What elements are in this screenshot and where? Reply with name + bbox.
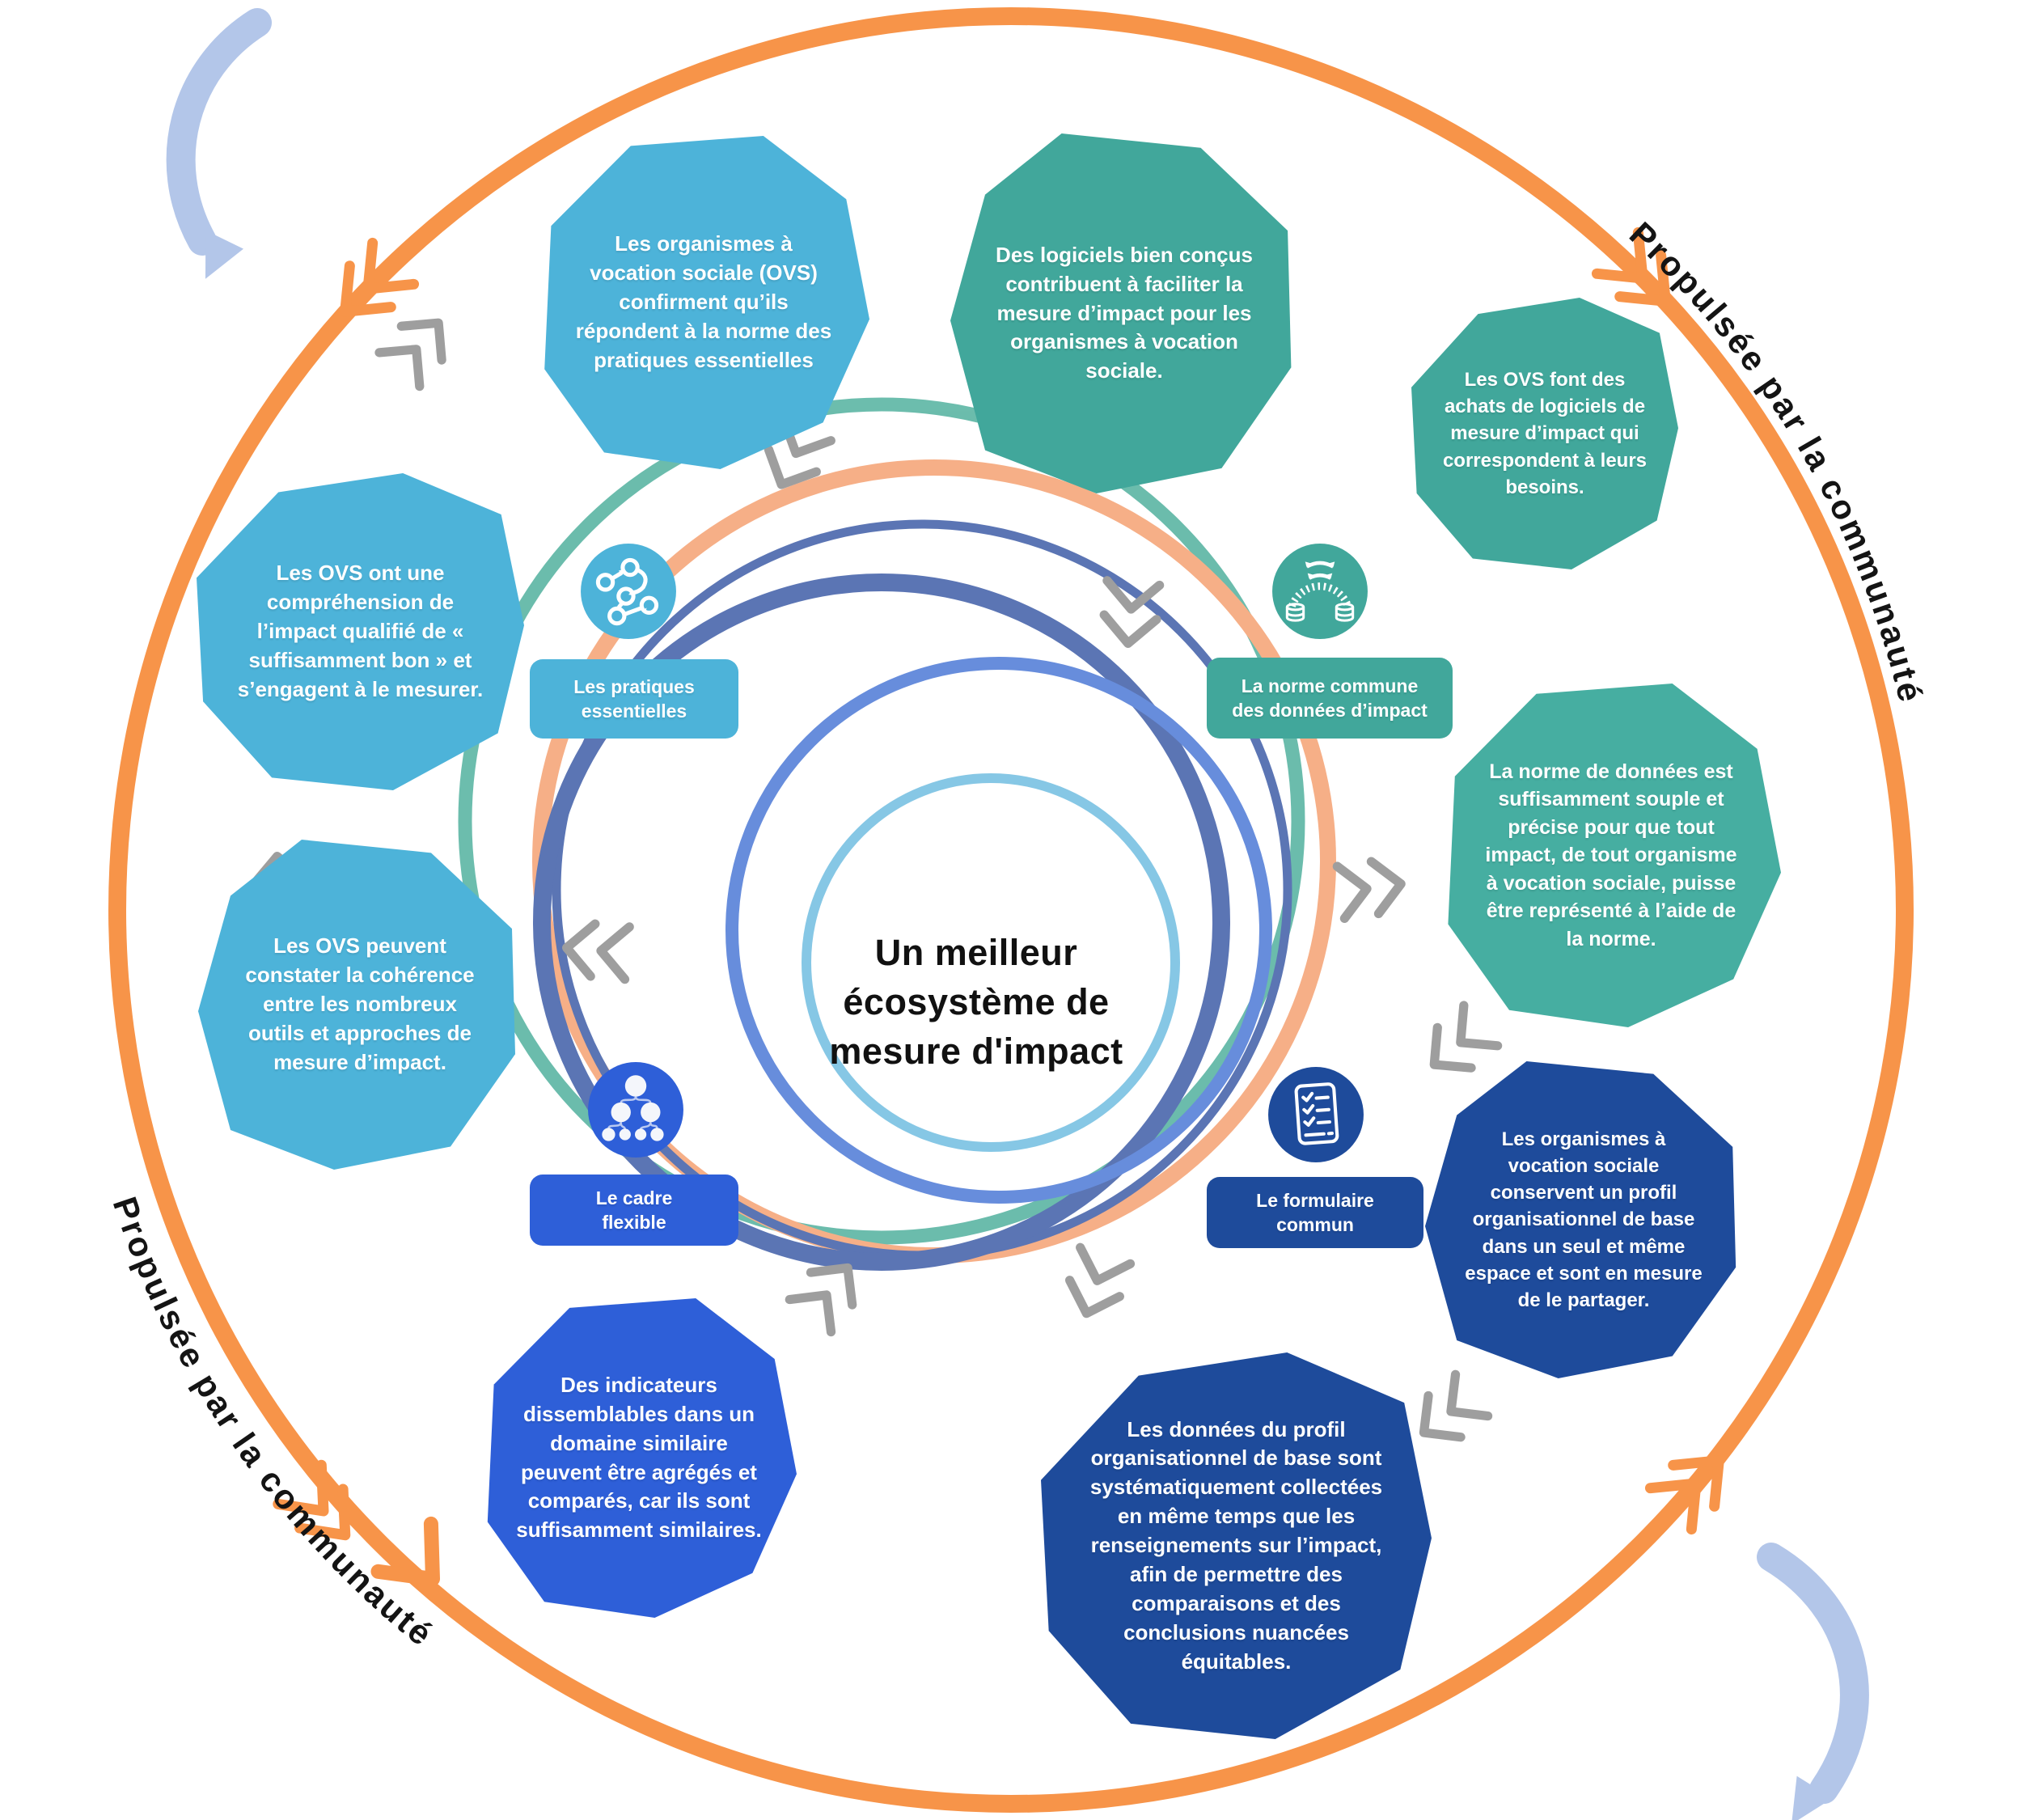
chevron-bottom-down-icon (1062, 1247, 1131, 1321)
ring-teal (458, 397, 1305, 1245)
octagon-text: Les OVS font des achats de logiciels de … (1442, 369, 1648, 498)
octagon-profile-data-collected: Les données du profil organisationnel de… (1041, 1352, 1432, 1739)
curved-arrow-bottom-right-icon (1757, 1543, 1869, 1820)
process-flow-icon (579, 542, 678, 641)
label-flexible-framework: Le cadre flexible (530, 1175, 738, 1246)
octagon-good-enough-impact: Les OVS ont une compréhension de l’impac… (197, 473, 524, 790)
label-text: Les pratiques essentielles (573, 675, 695, 722)
label-text: La norme commune des données d’impact (1232, 675, 1428, 721)
ring-lightblue (802, 773, 1180, 1152)
ring-arrowhead-icon (370, 1516, 440, 1586)
octagon-org-profile-shared: Les organismes à vocation sociale conser… (1425, 1061, 1736, 1378)
octagon-coherence-tools: Les OVS peuvent constater la cohérence e… (198, 840, 515, 1170)
label-text: Le cadre flexible (595, 1187, 673, 1233)
label-common-data-standard: La norme commune des données d’impact (1207, 658, 1453, 739)
curved-arrow-top-left-icon (166, 8, 272, 289)
octagon-text: Les données du profil organisationnel de… (1089, 1416, 1383, 1674)
octagon-text: Les OVS ont une compréhension de l’impac… (237, 561, 484, 701)
ring-darkblue (533, 574, 1230, 1271)
data-sync-icon (1271, 542, 1369, 641)
label-text: Le formulaire commun (1256, 1189, 1374, 1235)
octagon-text: Les organismes à vocation sociale (OVS) … (575, 231, 832, 372)
ring-blue (725, 657, 1272, 1204)
checklist-icon (1267, 1065, 1365, 1164)
octagon-text: Des logiciels bien conçus contribuent à … (996, 242, 1253, 383)
octagon-data-standard-flexible: La norme de données est suffisamment sou… (1448, 684, 1781, 1027)
chevron-left-up-icon (379, 306, 459, 386)
octagon-text: La norme de données est suffisamment sou… (1485, 760, 1737, 950)
octagon-confirm-practices: Les organismes à vocation sociale (OVS) … (544, 136, 869, 469)
octagon-text: Les organismes à vocation sociale conser… (1465, 1128, 1703, 1311)
octagon-text: Des indicateurs dissemblables dans un do… (516, 1372, 762, 1543)
center-rings (458, 397, 1336, 1271)
label-essential-practices: Les pratiques essentielles (530, 659, 738, 739)
label-common-form: Le formulaire commun (1207, 1177, 1423, 1248)
chevron-right-down-icon (1417, 1005, 1497, 1085)
chevron-left-icon (565, 921, 629, 979)
center-title: Un meilleur écosystème de mesure d'impac… (829, 932, 1123, 1072)
chevron-right-icon (1337, 858, 1404, 919)
community-ring (108, 7, 1914, 1813)
chevron-bottomright-down-icon (1407, 1374, 1487, 1453)
octagon-indicators-aggregated: Des indicateurs dissemblables dans un do… (487, 1298, 797, 1618)
hierarchy-icon (586, 1060, 685, 1159)
octagon-software-purchases: Les OVS font des achats de logiciels de … (1411, 298, 1678, 569)
octagon-text: Les OVS peuvent constater la cohérence e… (245, 933, 475, 1074)
octagon-software-well-designed: Des logiciels bien conçus contribuent à … (950, 133, 1292, 493)
